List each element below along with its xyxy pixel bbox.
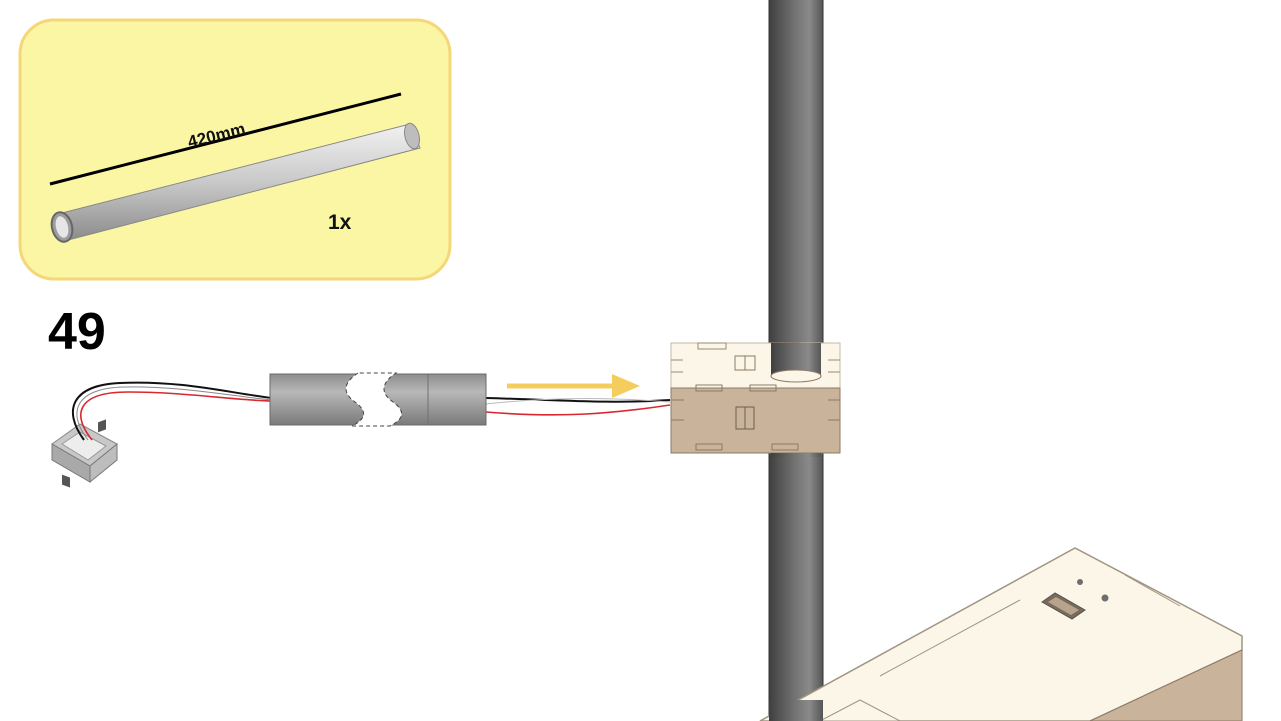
block-front (670, 387, 841, 454)
step-number: 49 (48, 303, 106, 361)
tube-break (345, 372, 403, 427)
base-box (759, 547, 1243, 721)
sensor-wires (71, 381, 671, 441)
wooden-clamp-block (670, 342, 841, 457)
sensor-bracket (51, 419, 118, 488)
direction-arrow (507, 374, 640, 398)
dimension-line (49, 92, 402, 186)
aluminium-tube-part (50, 122, 421, 243)
box-top (759, 547, 1243, 721)
parts-callout: 420mm (18, 18, 452, 281)
box-slot (1041, 592, 1086, 620)
box-side (1089, 649, 1243, 721)
quantity-label: 1x (328, 211, 352, 234)
horizontal-tube (269, 372, 487, 427)
